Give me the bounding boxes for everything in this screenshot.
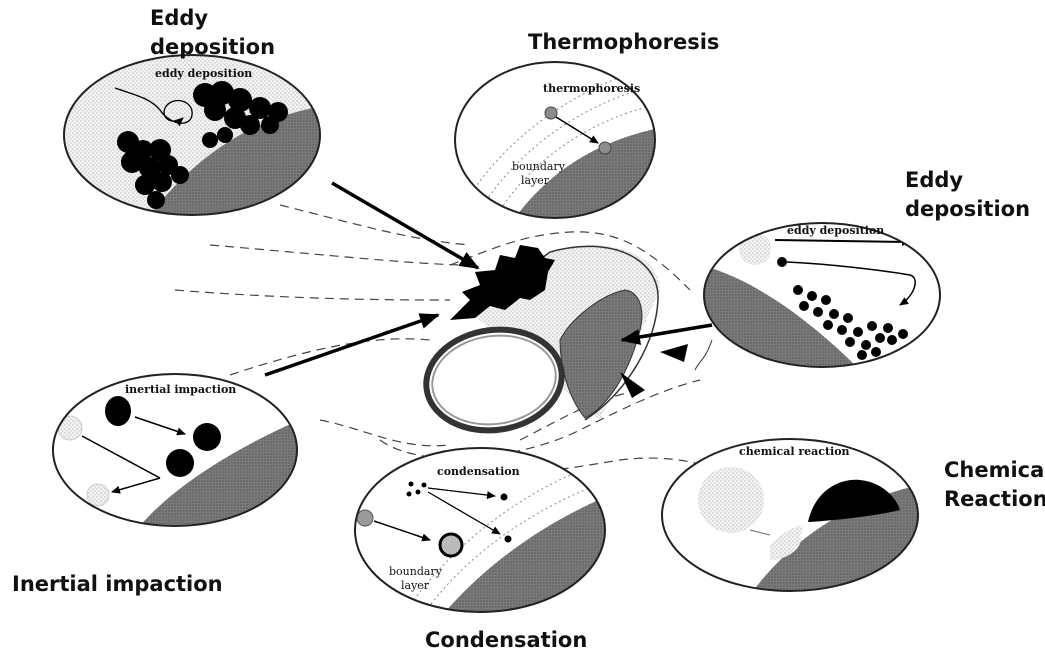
inset-label-eddy-right: eddy deposition <box>787 224 884 237</box>
flow-arrowhead-1 <box>660 344 688 362</box>
label-eddy-deposition-top: Eddy deposition <box>150 4 280 62</box>
label-chemical-reaction: Chemical Reaction <box>944 456 1044 514</box>
inset-label-condensation: condensation <box>437 465 520 478</box>
thermo-boundary-word: boundary <box>512 160 566 173</box>
inset-eddy-deposition-top: eddy deposition <box>64 55 330 220</box>
inset-label-eddy-top: eddy deposition <box>155 67 252 80</box>
label-condensation: Condensation <box>425 626 587 655</box>
inset-chemical-reaction: chemical reaction <box>662 439 920 600</box>
inertial-arrow <box>265 315 438 375</box>
inset-thermophoresis: thermophoresis boundary layer <box>455 62 660 220</box>
inset-label-thermophoresis: thermophoresis <box>543 82 640 95</box>
label-thermophoresis: Thermophoresis <box>528 28 719 57</box>
pipe <box>420 245 660 439</box>
label-inertial-impaction: Inertial impaction <box>12 570 223 599</box>
inset-inertial-impaction: inertial impaction <box>53 374 300 530</box>
cond-layer-word: layer <box>401 579 430 592</box>
label-eddy-deposition-right: Eddy deposition <box>905 166 1035 224</box>
inset-eddy-deposition-right: eddy deposition <box>700 223 940 370</box>
eddy-top-arrow <box>332 183 478 268</box>
inset-label-inertial: inertial impaction <box>125 383 236 396</box>
inset-label-chemical: chemical reaction <box>739 445 850 458</box>
cond-boundary-word: boundary <box>389 565 443 578</box>
thermo-layer-word: layer <box>521 174 550 187</box>
inset-condensation: condensation boundary layer <box>355 448 610 615</box>
